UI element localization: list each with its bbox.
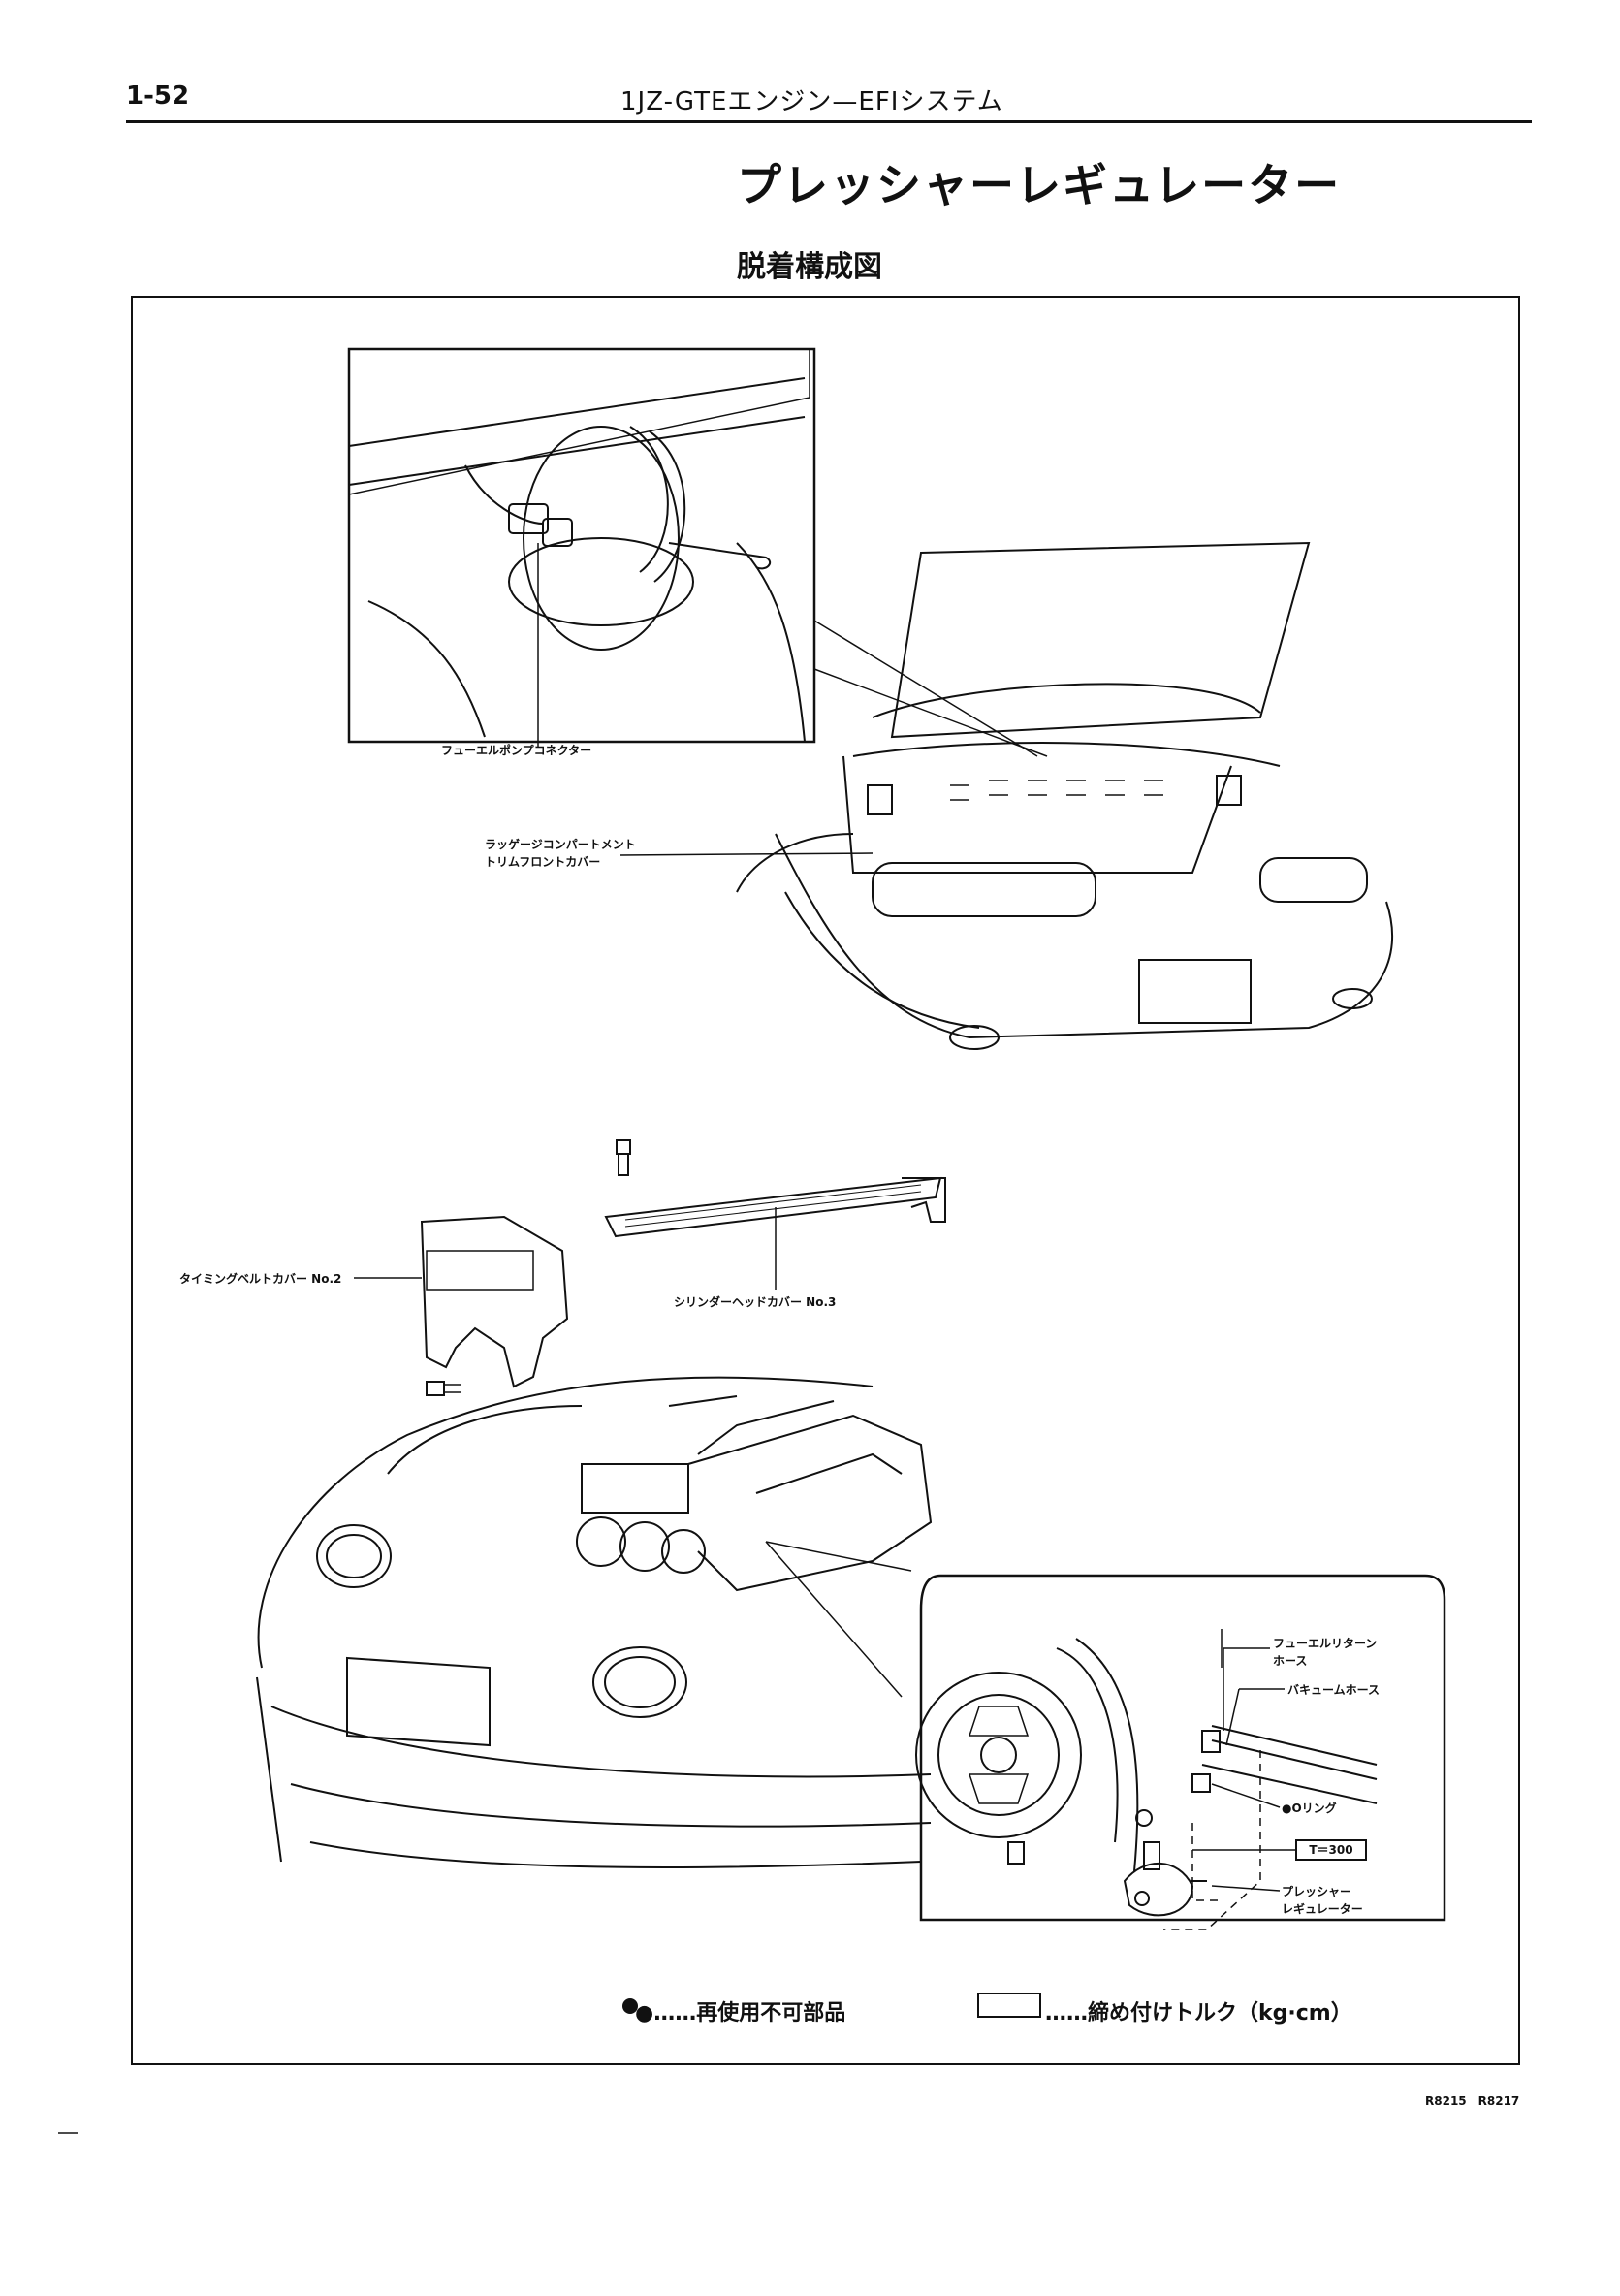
callout-torque-value: T＝300 <box>1295 1839 1367 1861</box>
header-rule <box>126 120 1532 123</box>
callout-cylinder-head-cover: シリンダーヘッドカバー No.3 <box>674 1295 837 1309</box>
callout-fuel-return-hose-line2: ホース <box>1273 1654 1308 1668</box>
page-number: 1-52 <box>126 81 190 111</box>
figure-code: R8215 R8217 <box>1425 2094 1520 2108</box>
callout-vacuum-hose: バキュームホース <box>1287 1683 1381 1697</box>
callout-pressure-regulator: プレッシャー レギュレーター <box>1282 1883 1363 1918</box>
cylinder-head-cover-part <box>604 1176 946 1290</box>
callout-luggage-trim: ラッゲージコンパートメント トリムフロントカバー <box>485 836 636 871</box>
callout-fuel-return-hose: フューエルリターン ホース <box>1273 1635 1377 1670</box>
callout-luggage-trim-line2: トリムフロントカバー <box>485 855 601 869</box>
fuel-pump-detail-inset <box>347 347 816 744</box>
callout-fuel-return-hose-line1: フューエルリターン <box>1273 1637 1378 1650</box>
callout-pressure-regulator-line2: レギュレーター <box>1282 1902 1363 1916</box>
legend-torque-box <box>977 1993 1041 2018</box>
rear-car-drawing <box>736 541 1394 1050</box>
pressure-regulator-detail-inset <box>915 1574 1446 1930</box>
section-subtitle: 脱着構成図 <box>737 250 882 284</box>
callout-luggage-trim-line1: ラッゲージコンパートメント <box>485 838 636 851</box>
callout-o-ring: ●Oリング <box>1282 1802 1337 1815</box>
callout-pressure-regulator-line1: プレッシャー <box>1282 1885 1352 1898</box>
bolt-top <box>616 1139 631 1176</box>
callout-timing-belt-cover: タイミングベルトカバー No.2 <box>179 1272 342 1286</box>
section-title: プレッシャーレギュレーター <box>737 159 1342 211</box>
callout-fuel-pump-connector: フューエルポンプコネクター <box>441 744 592 757</box>
figure-frame <box>131 296 1520 2065</box>
legend-torque-text: ……締め付けトルク（kg·cm） <box>1045 2001 1352 2025</box>
running-header: 1JZ-GTEエンジン—EFIシステム <box>620 87 1003 116</box>
legend-non-reusable: ●……再使用不可部品 <box>635 2001 846 2025</box>
timing-belt-cover-part <box>354 1215 569 1388</box>
front-car-drawing <box>256 1376 933 1868</box>
bolt-lower <box>426 1381 461 1396</box>
